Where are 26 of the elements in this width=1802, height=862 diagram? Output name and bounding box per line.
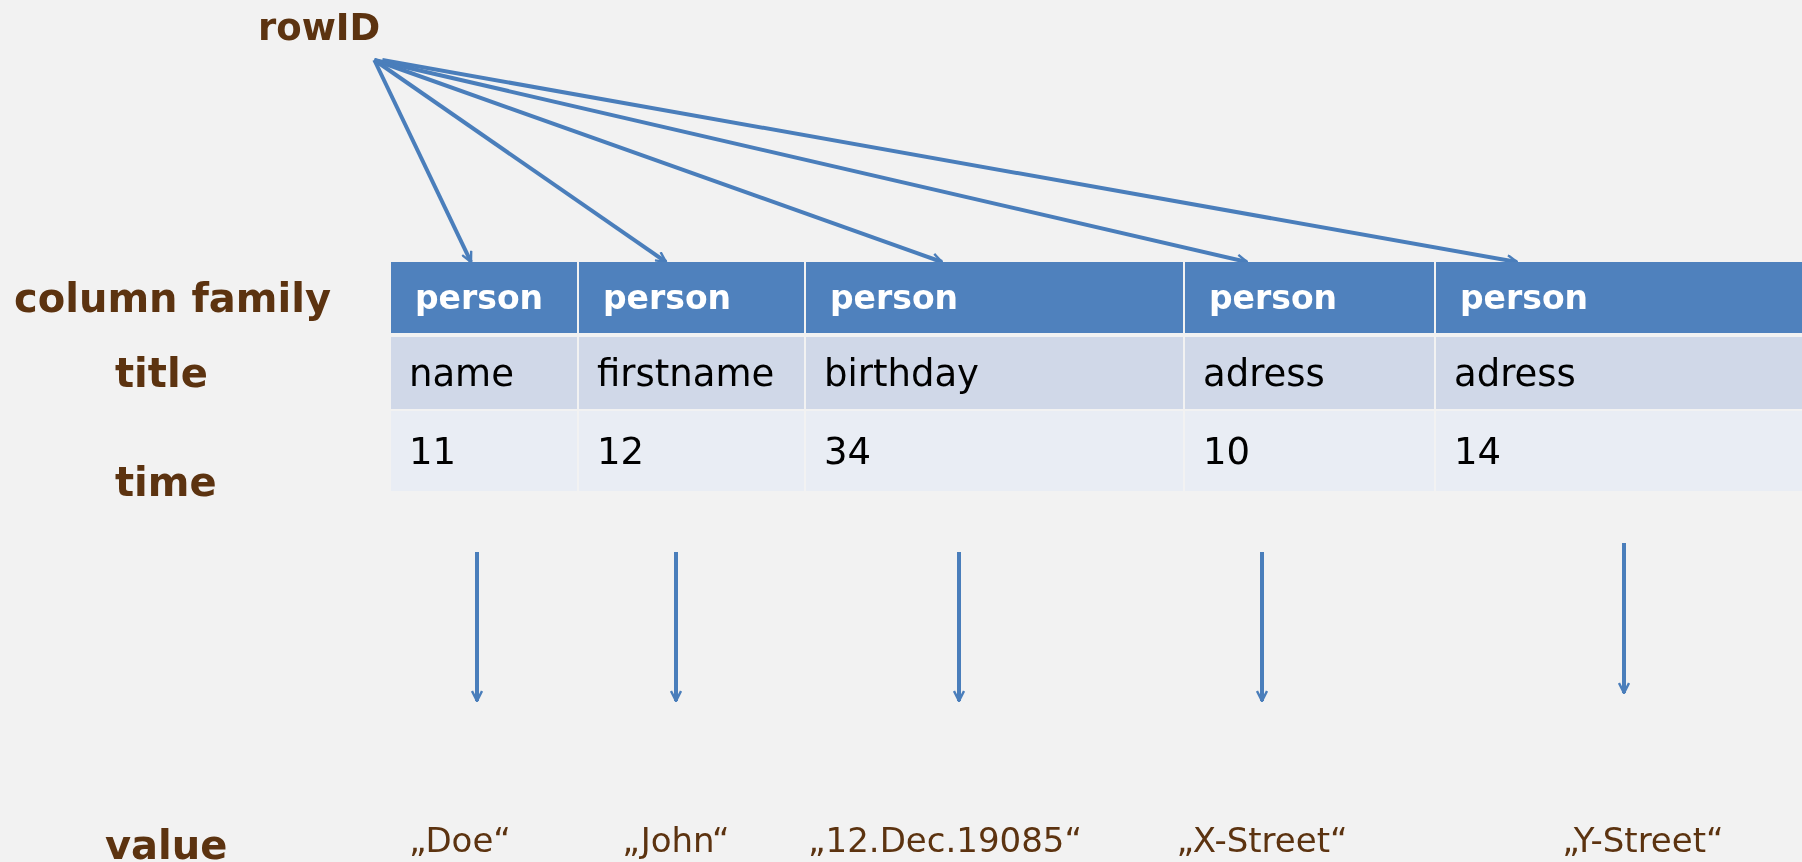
- arrow: [372, 59, 473, 264]
- column-family-header: person: [579, 262, 804, 333]
- row-label: time: [115, 462, 217, 502]
- table-cell: adress: [1436, 337, 1802, 409]
- table-cell: 11: [391, 411, 577, 491]
- value-text: „John“: [622, 822, 730, 860]
- value-text: „Y-Street“: [1562, 822, 1724, 860]
- value-text: „Doe“: [409, 822, 511, 860]
- table-cell: 34: [806, 411, 1183, 491]
- column-family-header: person: [391, 262, 577, 333]
- row-id-label: rowID: [254, 9, 385, 60]
- value-text: „12.Dec.19085“: [807, 822, 1083, 860]
- table-cell: adress: [1185, 337, 1434, 409]
- column-family-header: person: [1436, 262, 1802, 333]
- row-label: title: [115, 353, 208, 393]
- table-cell: firstname: [579, 337, 804, 409]
- row-label: value: [105, 825, 228, 862]
- arrow: [373, 58, 668, 264]
- table-cell: 12: [579, 411, 804, 491]
- table-cell: 14: [1436, 411, 1802, 491]
- table-cell: 10: [1185, 411, 1434, 491]
- column-family-header: person: [1185, 262, 1434, 333]
- table-cell: birthday: [806, 337, 1183, 409]
- column-family-header: person: [806, 262, 1183, 333]
- value-text: „X-Street“: [1176, 822, 1348, 860]
- table-cell: name: [391, 337, 577, 409]
